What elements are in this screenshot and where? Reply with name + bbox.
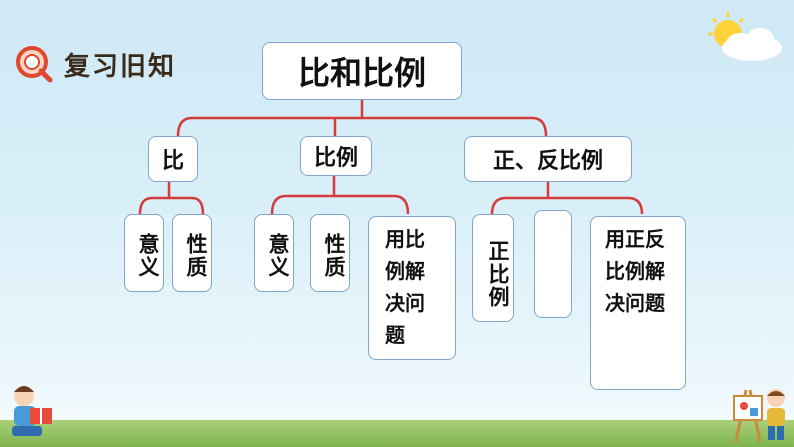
q-magnifier-icon: [16, 46, 53, 83]
node-ratio: 比: [148, 136, 198, 182]
node-proportion: 比例: [300, 136, 372, 176]
leaf-inverse-solve: 用正反比例解决问题: [590, 216, 686, 390]
child-reading-icon: [12, 386, 52, 436]
node-direct-inverse: 正、反比例: [464, 136, 632, 182]
section-title: 复习旧知: [64, 51, 177, 82]
leaf-proportion-meaning: 意义: [254, 214, 294, 292]
leaf-proportion-solve: 用比例解决问题: [368, 216, 456, 360]
leaf-direct-proportion: 正比例: [472, 214, 514, 322]
ground-strip: [0, 420, 794, 447]
leaf-proportion-nature: 性质: [310, 214, 350, 292]
sun-cloud-icon: [708, 12, 782, 61]
leaf-ratio-nature: 性质: [172, 214, 212, 292]
child-painting-icon: [767, 389, 785, 440]
easel-icon: [733, 389, 763, 443]
leaf-inverse-proportion: [534, 210, 572, 318]
leaf-ratio-meaning: 意义: [124, 214, 164, 292]
section-header: 复习旧知: [14, 44, 176, 84]
root-node: 比和比例: [262, 42, 462, 100]
